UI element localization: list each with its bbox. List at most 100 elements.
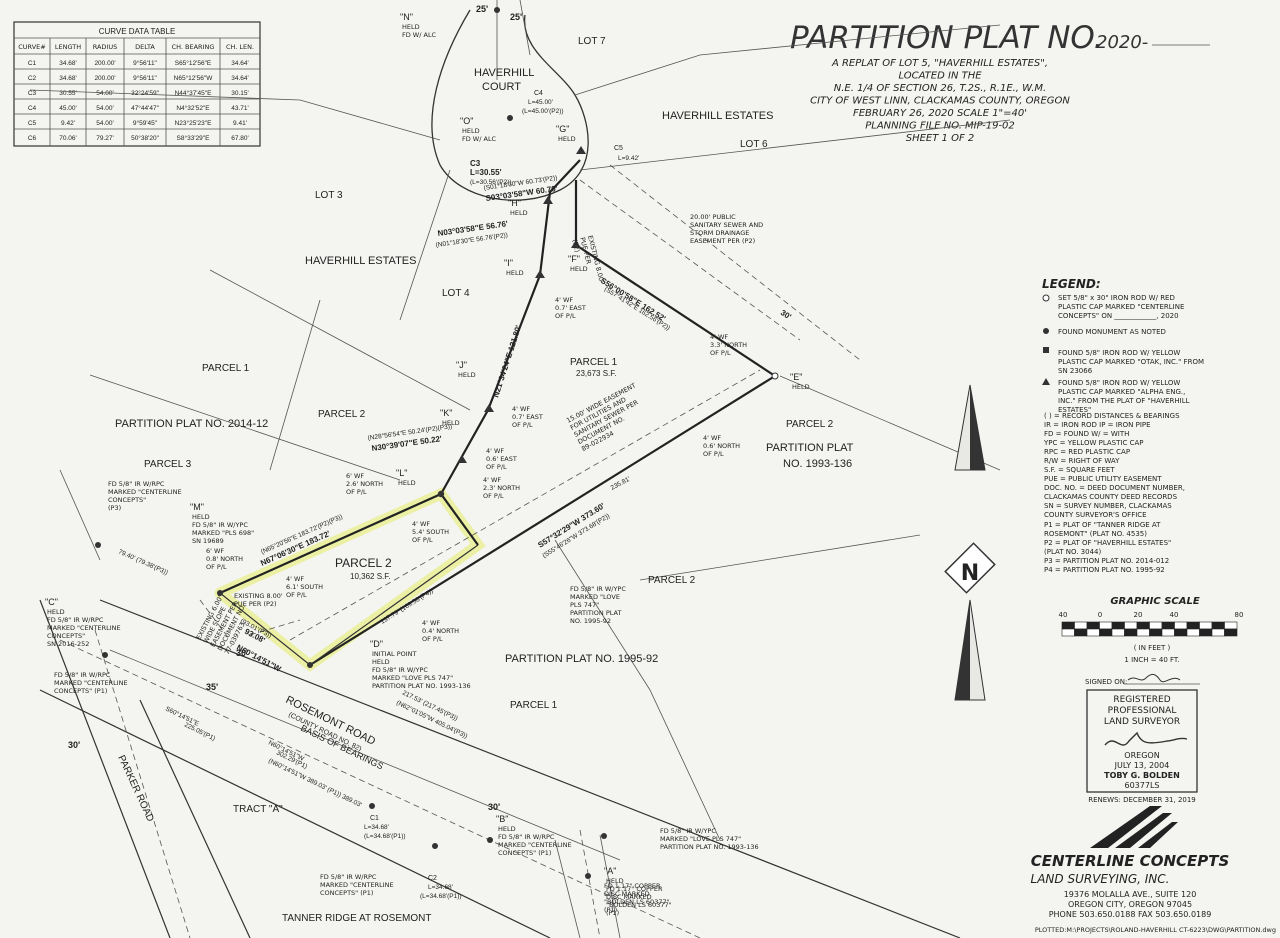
company-sub: LAND SURVEYING, INC.: [1031, 872, 1170, 886]
call-c2: C2: [428, 875, 437, 882]
plotted-path: PLOTTED:M:\PROJECTS\ROLAND-HAVERHILL CT-…: [1035, 926, 1276, 934]
note-m3: MARKED "CENTERLINE: [108, 488, 182, 496]
point-note-M: SN 19689: [192, 537, 224, 545]
curve-table-cell: C1: [28, 60, 37, 67]
legend-item: FOUND 5/8" IRON ROD W/ YELLOW: [1058, 349, 1180, 357]
curve-table-cell: 54.00': [96, 105, 114, 112]
legend-plat-line: ROSEMONT" (PLAT NO. 4535): [1044, 530, 1147, 538]
set-rod-icon: [1042, 294, 1050, 302]
note-copper: DISC MARKED: [604, 890, 650, 898]
note-san: 20.00' PUBLIC: [690, 213, 736, 221]
curve-table-cell: S65°12'56"E: [175, 59, 212, 67]
legend-abbrev-line: PUE = PUBLIC UTILITY EASEMENT: [1044, 475, 1162, 483]
legend-item: SET 5/8" x 30" IRON ROD W/ RED: [1058, 294, 1175, 302]
note-san: EASEMENT PER (P2): [690, 237, 755, 245]
call-d79: 79.40' (79.38'(P3)): [117, 548, 169, 576]
call-d30a: 30': [236, 648, 248, 658]
call-d25a: 25': [476, 4, 488, 14]
note-love: FD 5/8" IR W/YPC: [570, 585, 626, 593]
curve-table-cell: N44°37'45"E: [175, 89, 213, 97]
note-copper: FD 1.17" COPPER: [604, 882, 661, 890]
note-wf6: OF P/L: [346, 488, 367, 496]
curve-table-header: CH. LEN.: [226, 43, 254, 51]
signature-date-scrawl: [1127, 673, 1181, 683]
title-line: SHEET 1 OF 2: [906, 133, 975, 144]
call-d35: 35': [206, 682, 218, 692]
plat-title: PARTITION PLAT NO.: [790, 20, 1103, 56]
stamp-line-2: PROFESSIONAL: [1108, 706, 1177, 716]
title-line: FEBRUARY 26, 2020 SCALE 1"=40': [853, 108, 1027, 119]
call-d225: 225.05'(P1): [183, 722, 216, 743]
point-note-A: HELD: [606, 877, 624, 885]
point-label-O: "O": [460, 116, 473, 126]
scale-ratio: 1 INCH = 40 FT.: [1124, 656, 1179, 664]
legend-item: ESTATES": [1058, 406, 1091, 414]
note-wf9: OF P/L: [206, 563, 227, 571]
curve-table-cell: S8°33'29"E: [177, 134, 211, 142]
curve-table-cell: 30.55': [59, 90, 77, 97]
note-m3: (P3): [108, 504, 121, 512]
point-note-M: FD 5/8" IR W/YPC: [192, 521, 248, 529]
area-label-parcel2-main: PARCEL 2: [335, 556, 392, 570]
scale-segment: [1074, 628, 1088, 637]
curve-table-cell: 34.64': [231, 60, 249, 67]
point-note-D: PARTITION PLAT NO. 1993-136: [372, 682, 471, 690]
note-line: (P2): [571, 238, 582, 253]
point-label-G: "G": [556, 124, 569, 134]
note-wf5: 0.6' NORTH: [703, 442, 740, 450]
call-c4: C4: [534, 90, 543, 97]
note-wf2: OF P/L: [710, 349, 731, 357]
note-wf4: 4' WF: [486, 447, 504, 455]
curve-table-header: CURVE#: [18, 43, 45, 51]
scale-segment: [1086, 628, 1100, 637]
note-wf5: 4' WF: [703, 434, 721, 442]
linework: [29, 0, 1011, 938]
point-note-A: FD 1.17" COPPER: [606, 885, 663, 893]
point-note-J: HELD: [458, 371, 476, 379]
curve-table-cell: 34.68': [59, 75, 77, 82]
point-note-N: FD W/ ALC: [402, 31, 437, 39]
note-wf8: 4' WF: [412, 520, 430, 528]
point-label-B: "B": [496, 814, 508, 824]
scale-segment: [1124, 621, 1138, 630]
otak-rod-icon: [1043, 347, 1049, 353]
legend-plat-line: P1 = PLAT OF "TANNER RIDGE AT: [1044, 521, 1161, 529]
point-note-C: CONCEPTS": [47, 632, 85, 640]
stamp-line-1: REGISTERED: [1113, 695, 1170, 705]
call-d235: 235.81': [610, 476, 632, 492]
title-description: A REPLAT OF LOT 5, "HAVERHILL ESTATES",L…: [810, 58, 1070, 144]
call-d25b: 25': [510, 12, 522, 22]
curve-table-cell: 54.00': [96, 120, 114, 127]
scale-tick-label: 40: [1170, 611, 1179, 619]
area-label-parcel2-lower: PARCEL 2: [648, 575, 696, 586]
note-wf11: 0.4' NORTH: [422, 627, 459, 635]
point-label-I: "I": [504, 258, 513, 268]
company-phone: PHONE 503.650.0188 FAX 503.650.0189: [1049, 910, 1212, 919]
scale-tick-label: 20: [1134, 611, 1143, 619]
area-label-tanner: TANNER RIDGE AT ROSEMONT: [282, 913, 431, 924]
scale-segment: [1061, 621, 1075, 630]
note-copper: (P1): [604, 906, 617, 914]
note-wf10: OF P/L: [286, 591, 307, 599]
call-c5l: L=9.42': [618, 155, 639, 162]
scale-segment: [1186, 628, 1200, 637]
title-line: CITY OF WEST LINN, CLACKAMAS COUNTY, ORE…: [810, 96, 1070, 107]
point-note-L: HELD: [398, 479, 416, 487]
legend-item: SN 23066: [1058, 367, 1093, 375]
curve-table-header: CH. BEARING: [172, 43, 215, 51]
title-line: N.E. 1/4 OF SECTION 26, T.2S., R.1E., W.…: [834, 83, 1046, 94]
area-label-haverhill-estates-2: HAVERHILL ESTATES: [662, 110, 773, 122]
note-wf11: OF P/L: [422, 635, 443, 643]
found-monument-icon: [1043, 328, 1049, 334]
point-note-M: HELD: [192, 513, 210, 521]
point-label-L: "L": [396, 468, 407, 478]
point-note-C: MARKED "CENTERLINE: [47, 624, 121, 632]
note-wf6: 2.6' NORTH: [346, 480, 383, 488]
note-love: PLS 747": [570, 601, 599, 609]
legend-item: INC." FROM THE PLAT OF "HAVERHILL: [1058, 397, 1190, 405]
legend-item: PLASTIC CAP MARKED "CENTERLINE: [1058, 303, 1184, 311]
scale-tick-label: 40: [1059, 611, 1068, 619]
point-note-A: (P1): [606, 909, 619, 917]
legend-plat-line: (PLAT NO. 3044): [1044, 548, 1101, 556]
